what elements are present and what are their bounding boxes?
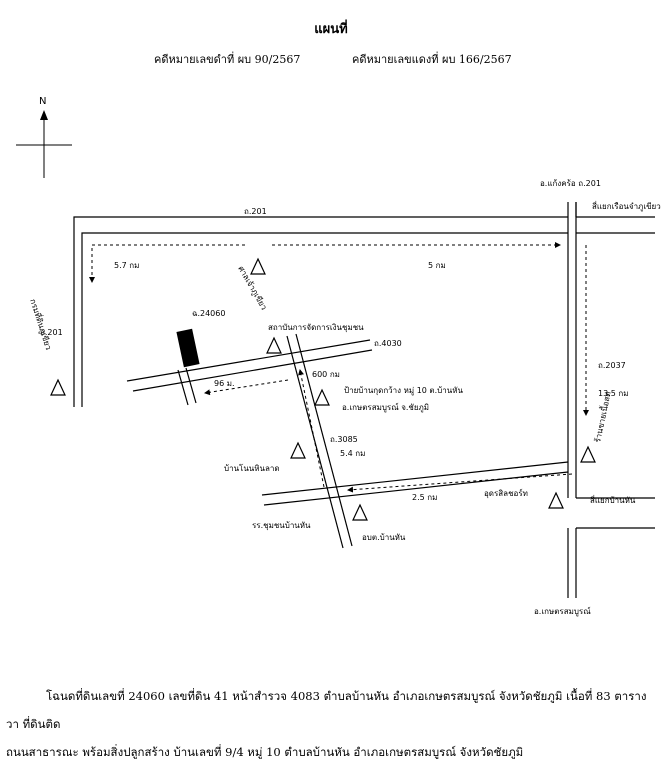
label-sathaban: สถาบันการจัดการเงินชุมชน [268, 323, 364, 332]
label-road-201-top: ถ.201 [244, 207, 267, 216]
map-title: แผนที่ [314, 22, 348, 37]
label-road-4030: ถ.4030 [374, 339, 402, 348]
label-udon-sil: อุดรสิลชอร์ท [484, 488, 528, 498]
land-description: โฉนดที่ดินเลขที่ 24060 เลขที่ดิน 41 หน้า… [6, 682, 656, 766]
label-sae-banhan: สี่แยกบ้านหัน [590, 494, 636, 505]
label-road-2037: ถ.2037 [598, 361, 626, 370]
plot-access-road [177, 367, 197, 406]
road-201 [73, 202, 655, 598]
label-school: รร.ชุมชนบ้านหัน [252, 521, 311, 530]
label-sae-ruenjam: สี่แยกเรือนจำภูเขียว [592, 200, 661, 212]
label-dist-5-7: 5.7 กม [114, 261, 139, 270]
label-dist-13-5: 13.5 กม [598, 389, 628, 398]
route-arrows [89, 242, 589, 493]
case-number-red: คดีหมายเลขแดงที่ ผบ 166/2567 [352, 53, 512, 66]
label-dist-2-5: 2.5 กม [412, 493, 437, 502]
road-3085 [286, 333, 353, 549]
label-kaset-bottom: อ.เกษตรสมบูรณ์ [534, 606, 591, 617]
label-dist-600: 600 กม [312, 370, 340, 379]
label-ban-non: บ้านโนนหินลาด [224, 463, 280, 473]
north-label: N [39, 96, 46, 107]
label-khoong-24060: ฉ.24060 [192, 309, 225, 318]
case-number-black: คดีหมายเลขดำที่ ผบ 90/2567 [154, 53, 301, 66]
label-amphoe-kaset: อ.เกษตรสมบูรณ์ จ.ชัยภูมิ [342, 402, 429, 413]
description-line-1: โฉนดที่ดินเลขที่ 24060 เลขที่ดิน 41 หน้า… [6, 689, 647, 731]
label-dist-5-4: 5.4 กม [340, 449, 365, 458]
land-plot-24060 [176, 328, 200, 368]
label-road-201-left: ถ.201 [40, 328, 63, 337]
description-line-2: ถนนสาธารณะ พร้อมสิ่งปลูกสร้าง บ้านเลขที่… [6, 745, 524, 759]
label-ran-khai: ร้านขายเนื้อสด [591, 390, 613, 443]
label-pai-ban: ป้ายบ้านกุดกว้าง หมู่ 10 ต.บ้านหัน [344, 386, 463, 396]
label-tambon-banhan: อบต.บ้านหัน [362, 533, 406, 542]
road-4030 [126, 339, 373, 392]
label-road-3085: ถ.3085 [330, 435, 358, 444]
label-dist-96: 96 ม. [214, 379, 235, 388]
label-krom-thidin: กรมที่ดินภูเขียว [27, 297, 55, 351]
north-arrow-icon [16, 110, 72, 178]
label-amphoe-kaengkhro: อ.แก้งคร้อ ถ.201 [540, 179, 601, 188]
landmark-icon [50, 257, 596, 521]
label-dist-5: 5 กม [428, 261, 446, 270]
